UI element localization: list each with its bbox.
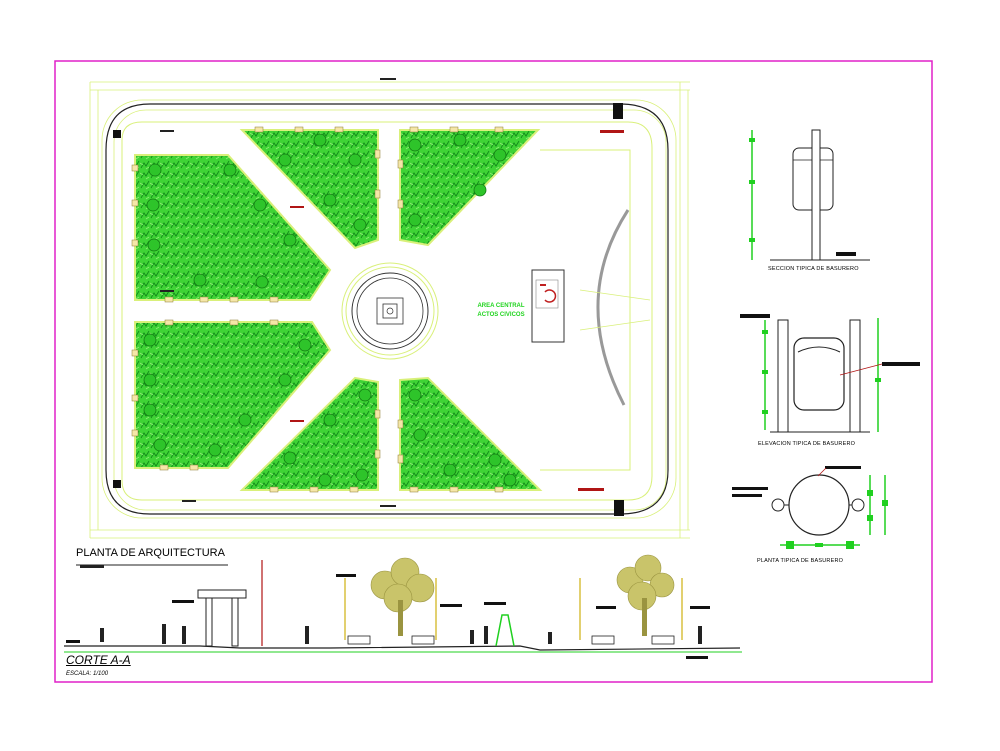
planter-top-left (134, 154, 332, 301)
section-title: CORTE A-A (66, 653, 131, 667)
civic-area-label: AREA CENTRAL ACTOS CIVICOS (472, 302, 530, 320)
central-fountain (351, 272, 429, 350)
planter-top-mid (239, 129, 379, 250)
section-scale: ESCALA: 1/100 (66, 671, 109, 677)
civic-stage (531, 269, 565, 343)
trash-bin-elevation-detail (740, 314, 920, 433)
civic-area-label-line2: ACTOS CIVICOS (477, 312, 525, 318)
detail-section-label: SECCION TIPICA DE BASURERO (768, 266, 859, 272)
trash-bin-section-detail (749, 129, 870, 261)
plan-title: PLANTA DE ARQUITECTURA (76, 547, 225, 559)
planter-bottom-mid (239, 376, 379, 491)
planter-bottom-left (134, 321, 332, 469)
detail-plan-label: PLANTA TIPICA DE BASURERO (757, 558, 844, 564)
detail-elevation-label: ELEVACION TIPICA DE BASURERO (758, 441, 856, 447)
plaza-plan (89, 78, 690, 539)
section-a-a (64, 554, 742, 659)
planter-bottom-right (399, 376, 543, 491)
civic-area-label-line1: AREA CENTRAL (477, 303, 525, 309)
trash-bin-plan-detail (732, 466, 888, 549)
sheet-border (54, 60, 933, 683)
